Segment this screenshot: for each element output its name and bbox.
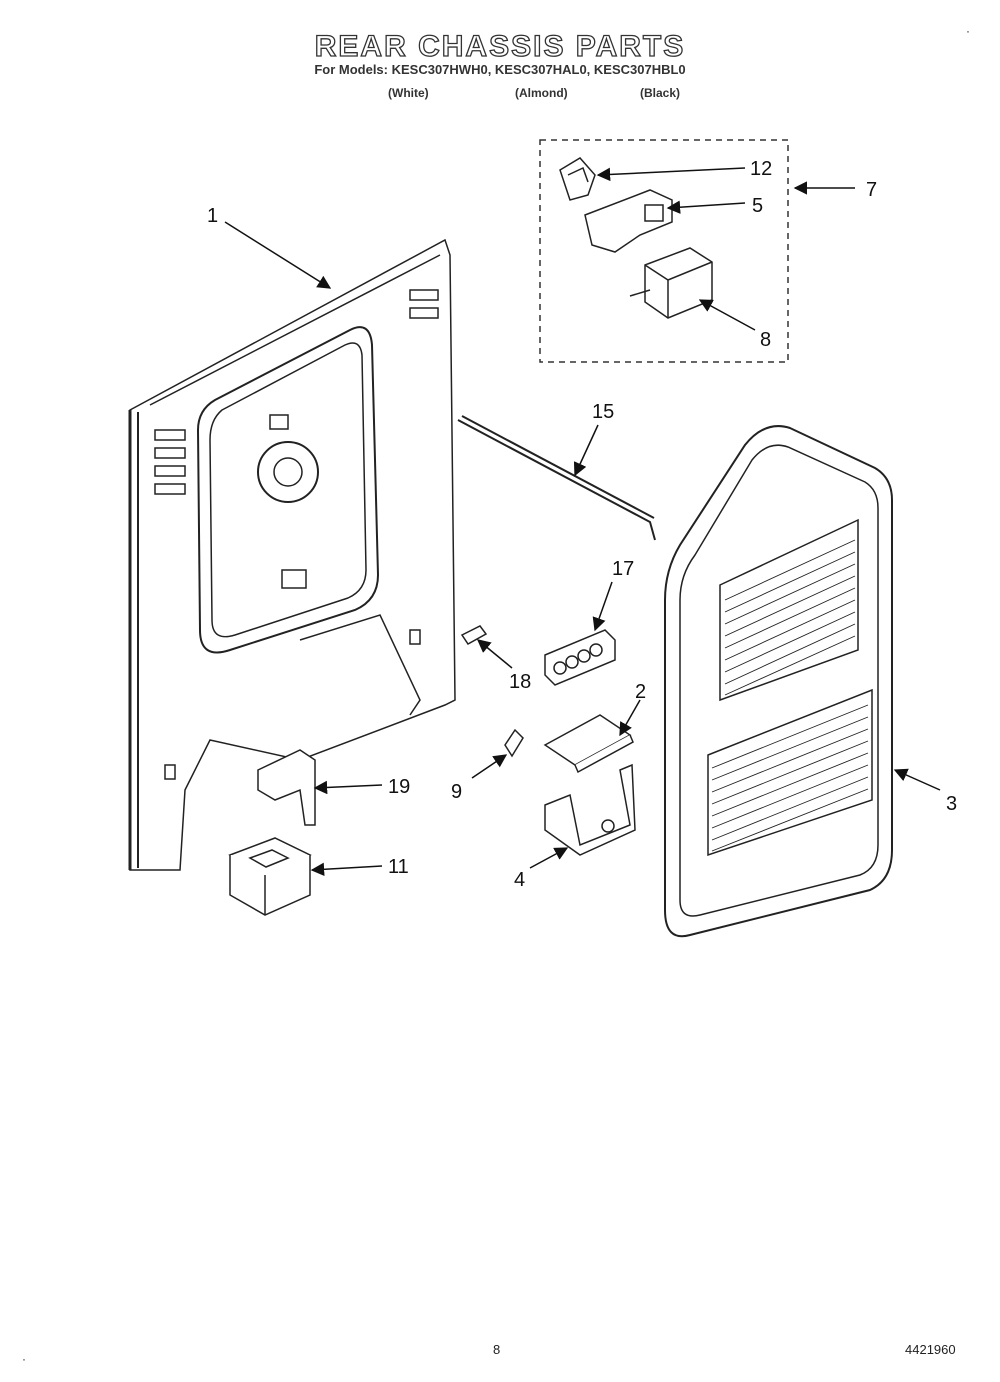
callout-7: 7 [866, 179, 877, 201]
switch-part-8 [629, 247, 713, 319]
page-title: REAR CHASSIS PARTS [314, 29, 686, 63]
callout-12: 12 [750, 158, 772, 180]
corner-mark: · [966, 24, 970, 38]
terminal-block-part-17 [544, 629, 616, 686]
callout-18: 18 [509, 671, 531, 693]
callout-19: 19 [388, 776, 410, 798]
bracket-part-5 [584, 189, 673, 253]
page-number: 8 [493, 1342, 501, 1357]
rear-cover-panel [664, 425, 893, 938]
callout-3: 3 [946, 793, 957, 815]
fastener-part-9 [504, 728, 524, 758]
color-label-almond: (Almond) [515, 86, 568, 100]
rod-part-15 [457, 415, 656, 541]
model-list: For Models: KESC307HWH0, KESC307HAL0, KE… [314, 62, 686, 77]
bracket-part-4 [544, 763, 636, 856]
color-label-black: (Black) [640, 86, 681, 100]
color-label-white: (White) [388, 86, 429, 100]
callout-5: 5 [752, 195, 763, 217]
callout-15: 15 [592, 401, 614, 423]
callout-2: 2 [635, 681, 646, 703]
callout-17: 17 [612, 558, 634, 580]
leader-lines [224, 167, 941, 877]
callout-1: 1 [207, 205, 218, 227]
block-part-11 [228, 837, 312, 916]
color-labels: (White) (Almond) (Black) [0, 86, 1000, 104]
latch-part-12 [559, 157, 596, 201]
callout-8: 8 [760, 329, 771, 351]
kit-group-box [539, 139, 789, 363]
corner-mark: · [22, 1352, 26, 1366]
clip-part-18 [460, 625, 488, 645]
bracket-part-19 [257, 749, 316, 826]
callout-4: 4 [514, 869, 525, 891]
callout-9: 9 [451, 781, 462, 803]
document-number: 4421960 [905, 1342, 956, 1357]
cover-plate-part-2 [543, 714, 634, 774]
callout-11: 11 [388, 856, 409, 878]
